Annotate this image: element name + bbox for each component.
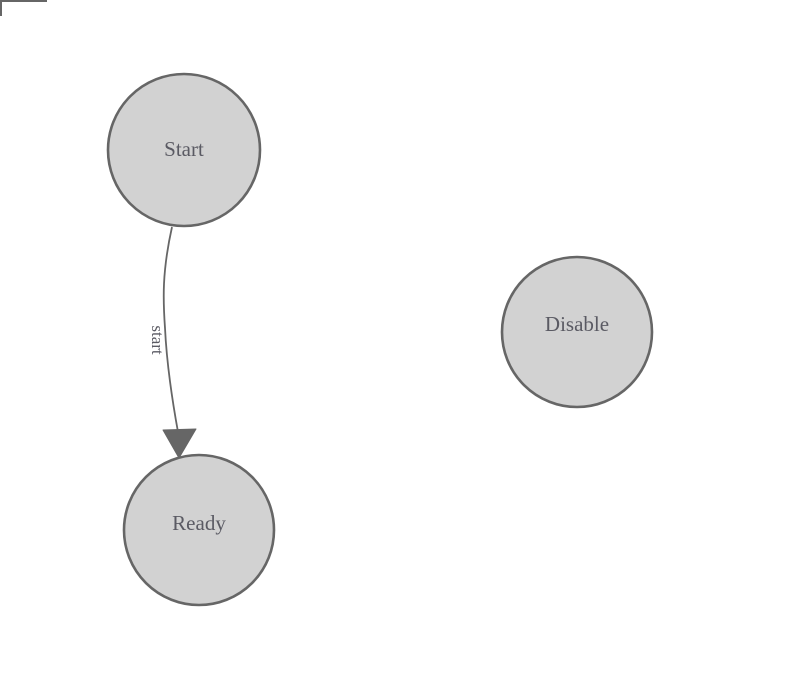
node-start-label: Start — [164, 137, 204, 161]
node-disable[interactable]: Disable — [500, 255, 654, 409]
edge-path — [162, 226, 179, 433]
edge-label-start: start — [148, 325, 167, 355]
node-ready[interactable]: Ready — [122, 453, 276, 607]
node-start[interactable]: Start — [106, 72, 262, 228]
node-disable-label: Disable — [545, 312, 609, 336]
node-ready-label: Ready — [172, 511, 226, 535]
node-start-circle[interactable] — [106, 72, 262, 228]
top-left-corner-mark — [0, 0, 47, 16]
node-ready-circle[interactable] — [122, 453, 276, 607]
edge-start-to-ready[interactable]: start — [148, 226, 197, 459]
node-disable-circle[interactable] — [500, 255, 654, 409]
arrowhead-icon — [162, 428, 197, 459]
